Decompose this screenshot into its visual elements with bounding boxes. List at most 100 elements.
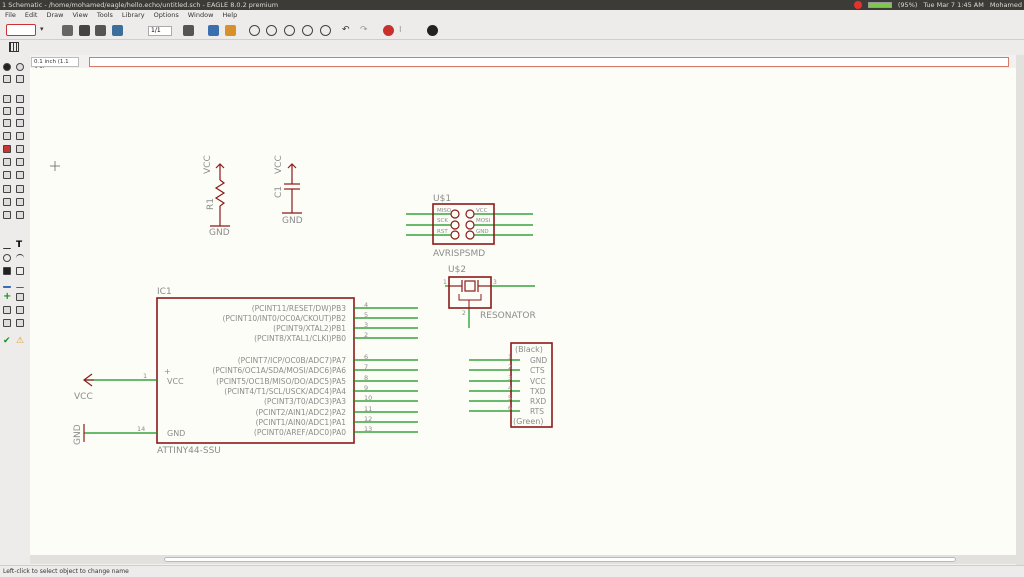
delete-icon[interactable] [3,132,11,140]
clock[interactable]: Tue Mar 7 1:45 AM [923,1,984,9]
zoom-select-icon[interactable] [302,25,313,36]
info-icon[interactable] [3,63,11,71]
menu-tools[interactable]: Tools [96,11,113,19]
wire-icon[interactable] [3,241,11,249]
erc-icon[interactable]: ✔ [3,336,11,346]
ic1-a-pin-number: 11 [364,405,372,413]
mirror-icon[interactable] [3,107,11,115]
ftdi-header[interactable] [469,342,553,428]
menu-file[interactable]: File [5,11,16,19]
attribute-icon[interactable] [3,306,11,314]
polygon-icon[interactable] [16,267,24,275]
invoke-icon[interactable] [16,198,24,206]
gateswap-icon[interactable] [16,158,24,166]
avrisp-header-u1[interactable] [406,203,533,245]
show-icon[interactable] [16,63,24,71]
dropdown-icon[interactable]: ▾ [40,25,44,33]
value-icon[interactable] [16,171,24,179]
open-icon[interactable] [62,25,73,36]
pinswap-icon[interactable] [16,145,24,153]
redraw-icon[interactable] [320,25,331,36]
menu-options[interactable]: Options [153,11,179,19]
schematic-canvas[interactable]: VCC R1 GND VCC C1 GND U$1 MISO SCK RST V… [30,68,1016,555]
circle-icon[interactable] [3,254,11,262]
ftdi-pin-label: TXD [529,387,546,396]
group-icon[interactable] [3,119,11,127]
bus-icon[interactable] [3,280,11,288]
user-name[interactable]: Mohamed [989,1,1022,9]
attiny44-ic1[interactable] [84,297,418,444]
label-icon[interactable] [16,293,24,301]
optimize-icon[interactable] [3,211,11,219]
cam-icon[interactable] [112,25,123,36]
change-icon[interactable] [16,211,24,219]
horizontal-scrollbar[interactable] [30,555,1016,564]
ic1-a-pin-number: 7 [364,363,368,371]
rect-icon[interactable] [3,267,11,275]
record-icon[interactable] [853,1,862,9]
menu-library[interactable]: Library [121,11,145,19]
rotate-icon[interactable] [16,107,24,115]
menu-edit[interactable]: Edit [24,11,38,19]
ic1-a-pin-number: 6 [364,353,368,361]
wrench-icon[interactable] [16,132,24,140]
miter-icon[interactable] [16,185,24,193]
print-icon[interactable] [95,25,106,36]
go-icon[interactable]: ⁝ [399,25,402,34]
resistor-r1[interactable] [210,163,230,227]
stop-icon[interactable] [383,25,394,36]
redo-icon[interactable]: ↷ [360,25,368,35]
resonator-u2[interactable] [445,276,535,328]
display-icon[interactable] [3,75,11,83]
text-icon[interactable]: T [16,240,23,250]
paste-icon[interactable] [16,119,24,127]
ratsnest-icon[interactable] [16,319,24,327]
ic1-vcc-plus: + [164,367,171,376]
grid-icon[interactable] [9,42,19,52]
zoom-in-icon[interactable] [266,25,277,36]
split-icon[interactable] [3,198,11,206]
smash-icon[interactable] [3,185,11,193]
battery-icon[interactable] [867,2,892,8]
ftdi-pin-label: CTS [530,366,545,375]
dimension-icon[interactable] [16,306,24,314]
arc-icon[interactable] [16,254,24,262]
script-icon[interactable] [183,25,194,36]
junction-icon[interactable]: + [3,291,12,302]
undo-icon[interactable]: ↶ [342,25,350,35]
board-icon[interactable] [208,25,219,36]
r1-gnd-label: GND [209,228,230,238]
copy-icon[interactable] [16,95,24,103]
u1-pin-mosi: MOSI [476,218,491,224]
mark-icon[interactable] [16,75,24,83]
vertical-scrollbar[interactable] [1016,55,1024,565]
u2-pin1: 1 [443,279,447,286]
help-icon[interactable] [427,25,438,36]
horizontal-scroll-thumb[interactable] [164,557,956,562]
zoom-out-icon[interactable] [284,25,295,36]
vcc-supply-symbol[interactable] [83,373,94,387]
menu-help[interactable]: Help [222,11,238,19]
move-icon[interactable] [3,95,11,103]
sheet-select[interactable]: 1/1 [148,26,172,36]
menu-draw[interactable]: Draw [46,11,64,19]
menu-window[interactable]: Window [187,11,214,19]
name-icon[interactable] [3,171,11,179]
status-message: Left-click to select object to change na… [3,568,129,575]
replace-icon[interactable] [3,158,11,166]
menu-view[interactable]: View [72,11,88,19]
net-icon[interactable] [16,280,24,288]
capacitor-c1[interactable] [282,163,302,214]
frame-icon[interactable] [3,319,11,327]
ic1-a-pin-number: 12 [364,415,372,423]
ftdi-pin-label: RXD [530,397,546,406]
zoom-fit-icon[interactable] [249,25,260,36]
ftdi-pin-number: 4 [508,385,512,392]
save-icon[interactable] [79,25,90,36]
u1-pin-vcc: VCC [476,208,488,214]
library-icon[interactable] [225,25,236,36]
eagle-logo-icon[interactable] [6,24,36,36]
command-line-input[interactable] [89,57,1009,67]
errors-icon[interactable]: ⚠ [16,336,25,346]
add-icon[interactable] [3,145,11,153]
